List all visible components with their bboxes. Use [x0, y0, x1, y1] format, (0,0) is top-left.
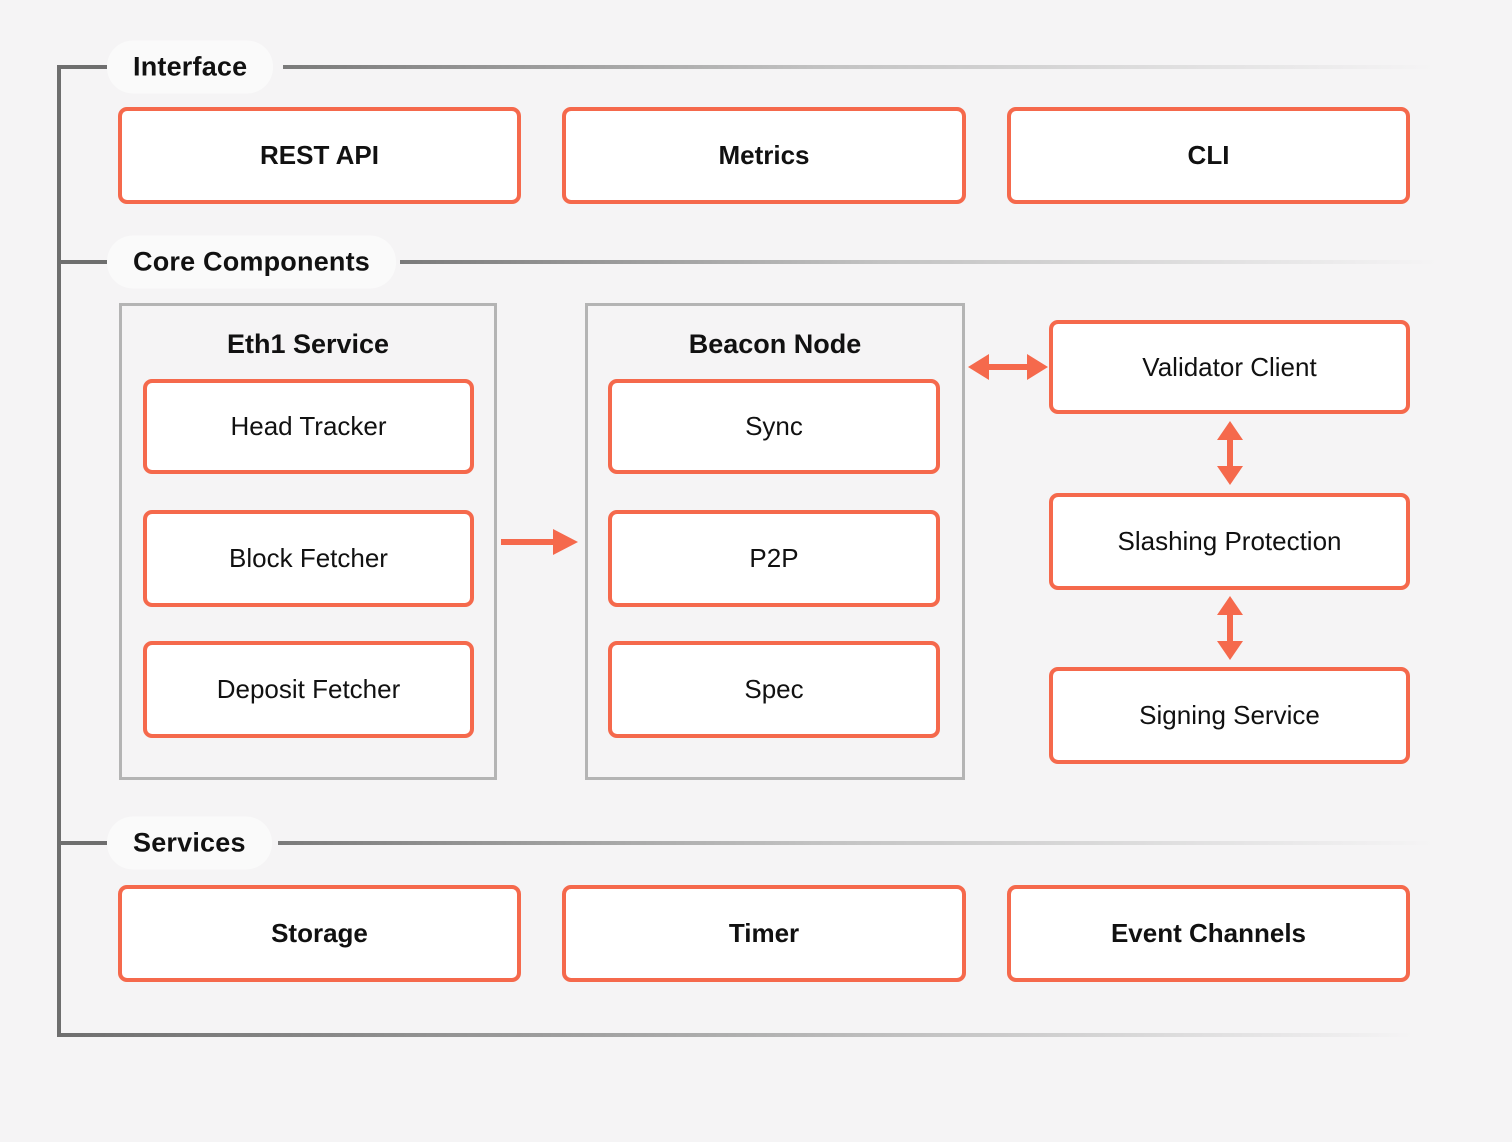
box-timer: Timer — [562, 885, 966, 982]
core-stub-line — [57, 260, 107, 264]
section-label-services: Services — [107, 816, 272, 870]
core-section-line — [400, 260, 1470, 264]
section-label-interface: Interface — [107, 40, 274, 94]
box-rest-api-label: REST API — [260, 140, 379, 170]
box-validator-client-label: Validator Client — [1142, 351, 1317, 382]
left-spine-line — [57, 65, 61, 1037]
box-deposit-fetcher-label: Deposit Fetcher — [216, 674, 401, 704]
box-storage: Storage — [118, 885, 521, 982]
box-timer-label: Timer — [728, 918, 800, 948]
box-rest-api: REST API — [118, 107, 521, 204]
double-arrow-vertical-icon — [1213, 419, 1247, 487]
box-head-tracker-label: Head Tracker — [230, 411, 387, 441]
box-metrics-label: Metrics — [718, 140, 810, 170]
box-head-tracker: Head Tracker — [143, 379, 474, 474]
bottom-border-line — [57, 1033, 1470, 1037]
group-beacon-node: Beacon Node Sync P2P Spec — [585, 303, 965, 780]
box-cli-label: CLI — [1187, 140, 1230, 170]
double-arrow-horizontal-icon — [966, 350, 1050, 384]
box-deposit-fetcher: Deposit Fetcher — [143, 641, 474, 738]
box-metrics: Metrics — [562, 107, 966, 204]
box-block-fetcher: Block Fetcher — [143, 510, 474, 607]
interface-section-line — [283, 65, 1470, 69]
arrow-right-icon — [499, 524, 579, 560]
box-sync-label: Sync — [745, 411, 803, 441]
box-p2p: P2P — [608, 510, 940, 607]
section-label-core-components: Core Components — [107, 235, 397, 289]
box-signing-service: Signing Service — [1049, 667, 1410, 764]
services-stub-line — [57, 841, 107, 845]
box-slashing-protection-label: Slashing Protection — [1117, 526, 1342, 556]
box-block-fetcher-label: Block Fetcher — [229, 543, 388, 573]
group-beacon-node-title: Beacon Node — [688, 329, 862, 359]
group-eth1-service-title: Eth1 Service — [226, 329, 390, 359]
box-validator-client: Validator Client — [1049, 320, 1410, 414]
box-event-channels: Event Channels — [1007, 885, 1410, 982]
box-p2p-label: P2P — [749, 543, 799, 573]
box-storage-label: Storage — [271, 918, 368, 948]
interface-stub-line — [57, 65, 107, 69]
box-sync: Sync — [608, 379, 940, 474]
box-signing-service-label: Signing Service — [1139, 700, 1320, 730]
box-slashing-protection: Slashing Protection — [1049, 493, 1410, 590]
double-arrow-vertical-icon — [1213, 594, 1247, 662]
box-spec: Spec — [608, 641, 940, 738]
services-section-line — [278, 841, 1470, 845]
box-event-channels-label: Event Channels — [1110, 918, 1307, 948]
box-spec-label: Spec — [744, 674, 804, 704]
group-eth1-service: Eth1 Service Head Tracker Block Fetcher … — [119, 303, 497, 780]
box-cli: CLI — [1007, 107, 1410, 204]
